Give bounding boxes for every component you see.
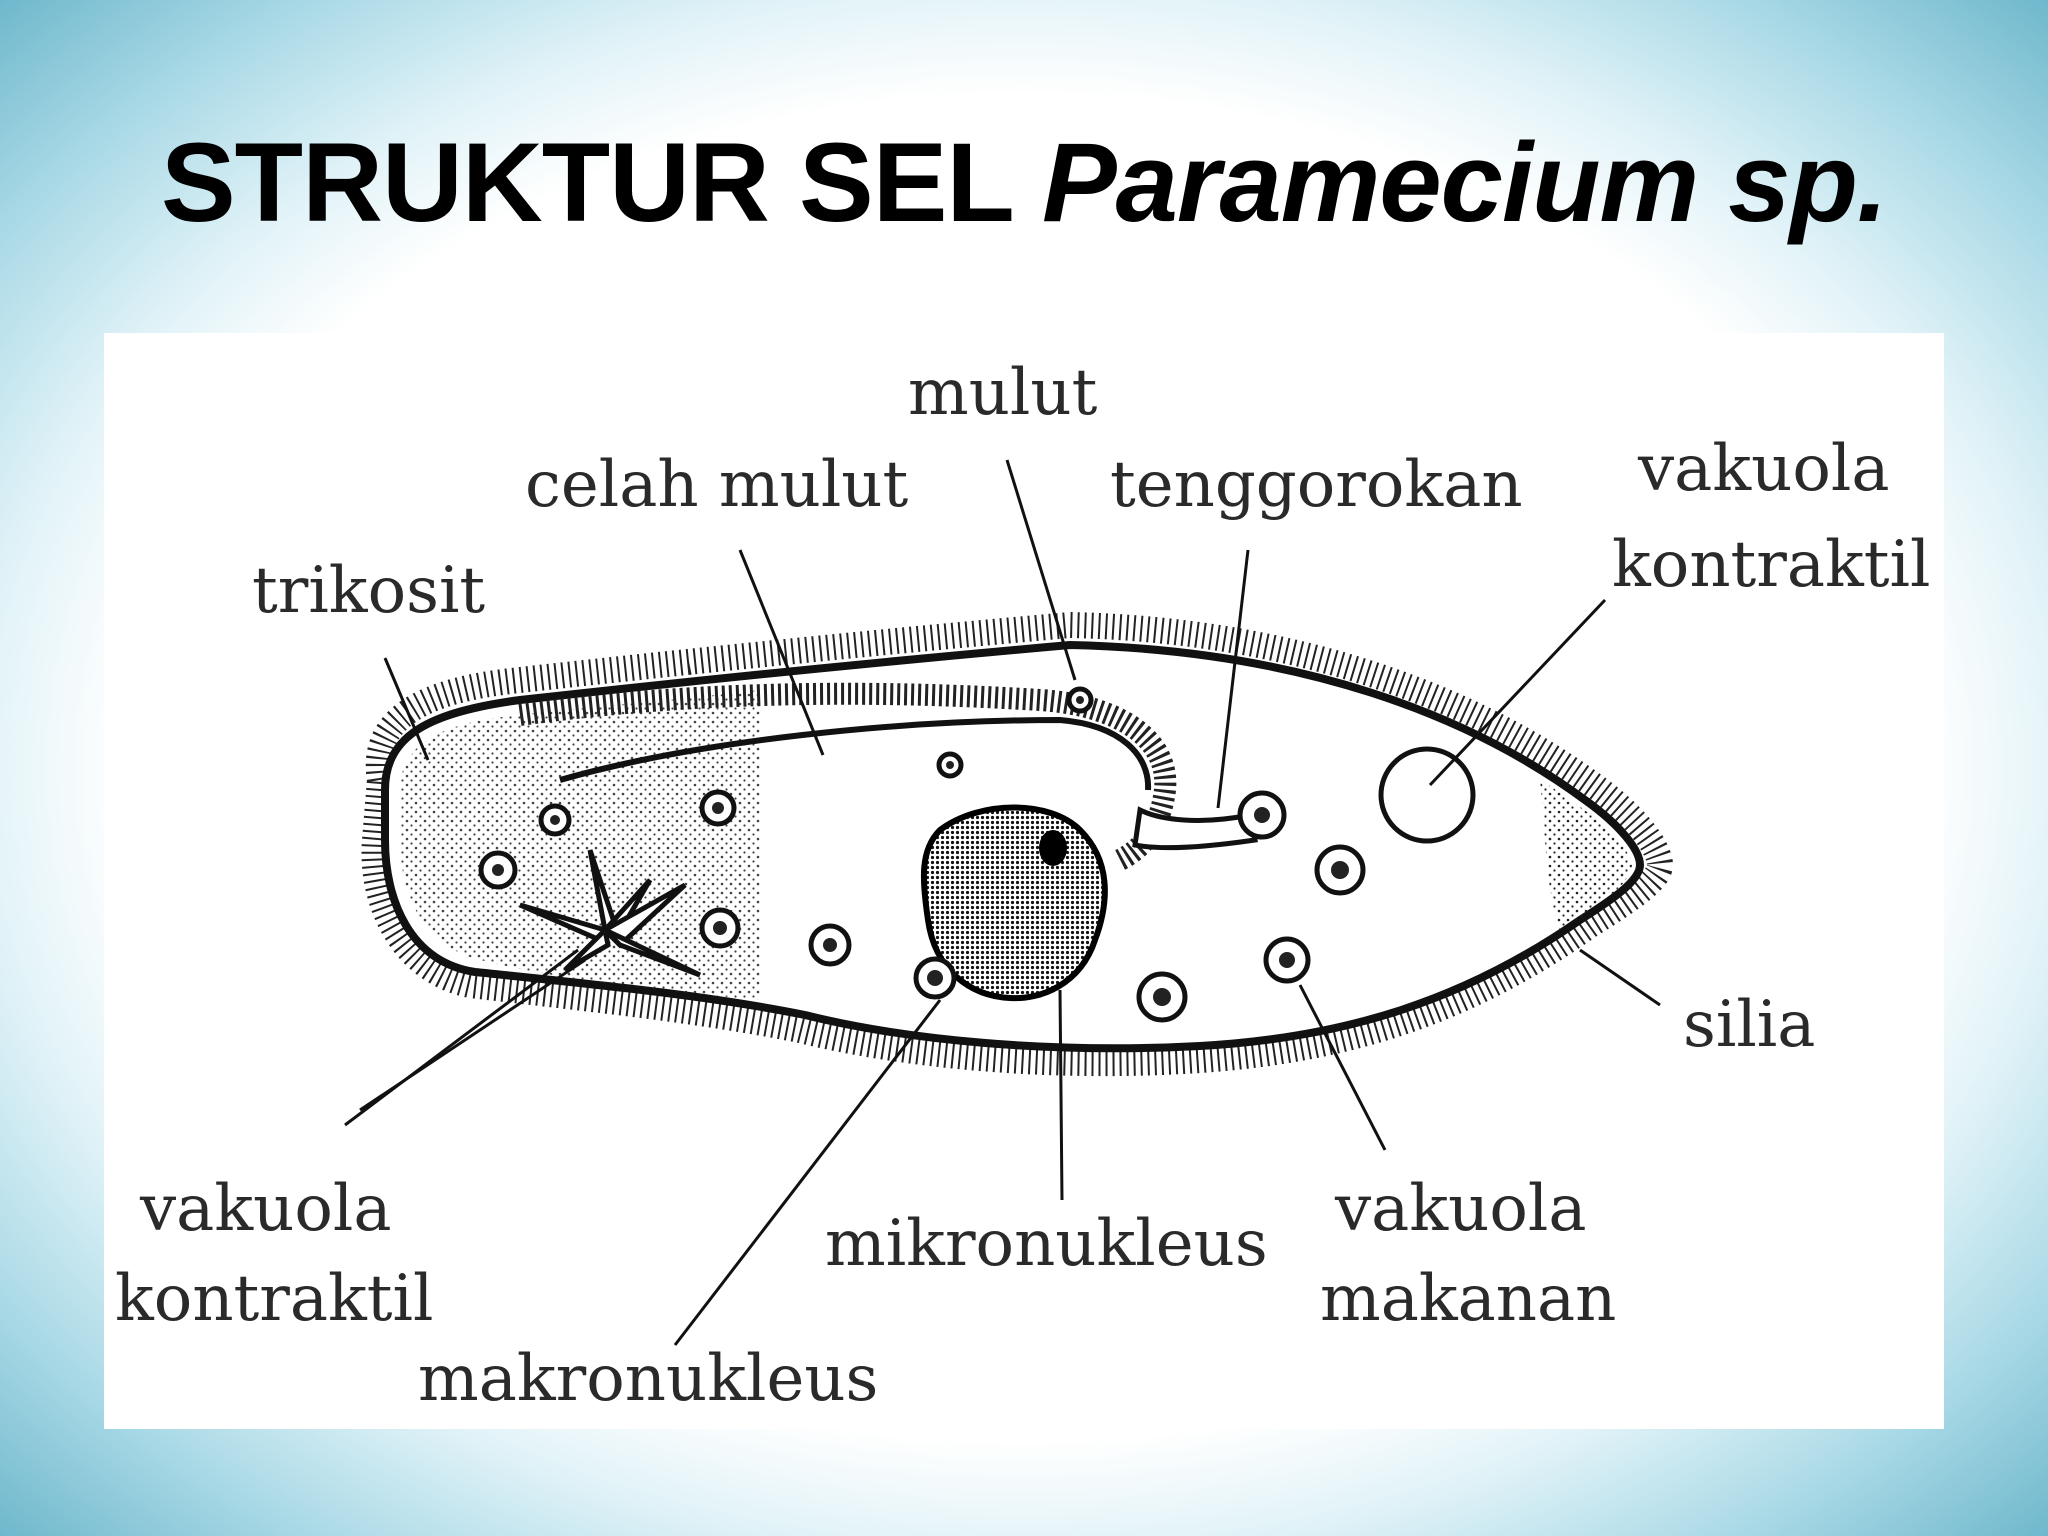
label-makronukleus: makronukleus — [418, 1342, 878, 1416]
title-prefix: STRUKTUR SEL — [160, 120, 1013, 245]
contractile-vacuole-posterior — [1378, 746, 1476, 844]
gullet — [1132, 806, 1258, 851]
label-tenggorokan: tenggorokan — [1110, 448, 1523, 522]
label-mikronukleus: mikronukleus — [825, 1207, 1268, 1281]
slide-title: STRUKTUR SEL Paramecium sp. — [0, 118, 2048, 247]
leader-lines — [344, 459, 1661, 1346]
label-vakuola-kontraktil-top-1: vakuola — [1637, 432, 1889, 506]
posterior-stipple — [1540, 780, 1632, 930]
label-mulut: mulut — [908, 356, 1098, 430]
micronucleus — [1039, 830, 1067, 866]
food-vacuole-cores — [492, 696, 1349, 1006]
oral-groove-inner — [559, 716, 1152, 791]
title-species: Paramecium sp. — [1041, 120, 1888, 245]
food-vacuoles — [478, 686, 1366, 1023]
label-vakuola-makanan-1: vakuola — [1334, 1172, 1586, 1246]
label-vakuola-kontraktil-bottom-2: kontraktil — [115, 1262, 433, 1336]
oral-groove — [518, 682, 1177, 870]
cytoplasm-stipple — [400, 690, 760, 1000]
contractile-vacuole-star — [518, 849, 702, 978]
label-vakuola-kontraktil-bottom-1: vakuola — [139, 1172, 391, 1246]
label-vakuola-makanan-2: makanan — [1320, 1262, 1616, 1336]
label-celah-mulut: celah mulut — [525, 448, 909, 522]
label-trikosit: trikosit — [252, 554, 485, 628]
label-silia: silia — [1683, 988, 1815, 1062]
label-vakuola-kontraktil-top-2: kontraktil — [1612, 528, 1930, 602]
